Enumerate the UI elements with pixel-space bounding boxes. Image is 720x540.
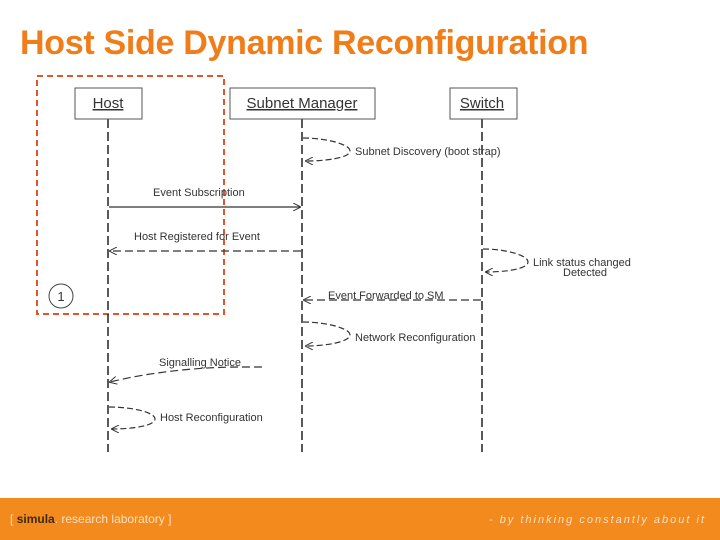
subnet-discovery-arrow (302, 137, 351, 161)
host-highlight-box (36, 75, 225, 315)
host-reconfiguration-label: Host Reconfiguration (160, 412, 263, 424)
footer-brand-rest: research laboratory (61, 512, 165, 526)
host-reconfiguration-arrow (108, 406, 156, 429)
event-forwarded-label: Event Forwarded to SM (328, 290, 444, 302)
host-lifeline-header: Host (74, 87, 143, 120)
step-number: 1 (57, 289, 64, 304)
network-reconfiguration-label: Network Reconfiguration (355, 332, 475, 344)
switch-lifeline-header: Switch (449, 87, 518, 120)
link-status-label: Link status changed (533, 257, 631, 269)
footer-brand: [ simula. research laboratory ] (10, 512, 171, 526)
slide-title: Host Side Dynamic Reconfiguration (20, 24, 589, 62)
subnet-manager-label: Subnet Manager (247, 95, 358, 112)
footer-bar: [ simula. research laboratory ] - by thi… (0, 498, 720, 540)
subnet-manager-lifeline-header: Subnet Manager (229, 87, 376, 120)
step-number-circle (48, 283, 74, 309)
subnet-discovery-label: Subnet Discovery (boot strap) (355, 146, 501, 158)
link-status-label-line2: Detected (563, 267, 607, 279)
signalling-notice-label: Signalling Notice (159, 357, 241, 369)
signalling-notice-arrow (110, 366, 262, 382)
footer-bracket-open: [ (10, 512, 14, 526)
footer-tagline: - by thinking constantly about it (488, 514, 706, 526)
footer-separator: . (54, 512, 59, 526)
host-registered-label: Host Registered for Event (134, 231, 260, 243)
event-subscription-label: Event Subscription (153, 187, 245, 199)
footer-bracket-close: ] (168, 512, 172, 526)
link-status-arrow (482, 248, 529, 272)
sequence-diagram: 1 Host Subnet Manager Switch Subnet Disc… (36, 75, 631, 452)
footer-brand-name: simula (16, 512, 55, 526)
network-reconfiguration-arrow (302, 321, 351, 346)
switch-label: Switch (460, 95, 504, 112)
host-label: Host (93, 95, 125, 112)
